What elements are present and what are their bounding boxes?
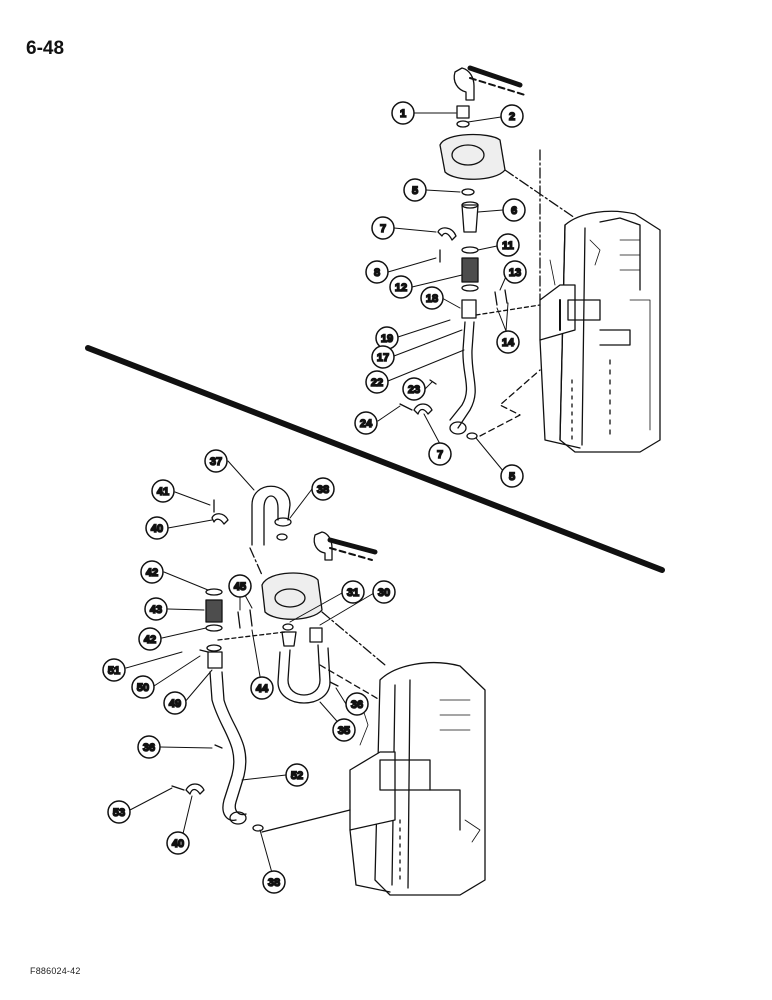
callout-40: 40 <box>145 516 169 540</box>
callout-12: 12 <box>389 275 413 299</box>
callout-36-lower: 36 <box>137 735 161 759</box>
callout-5: 5 <box>403 178 427 202</box>
svg-text:5: 5 <box>412 185 418 197</box>
callout-2: 2 <box>500 104 524 128</box>
callout-43: 43 <box>144 597 168 621</box>
svg-text:43: 43 <box>150 604 162 616</box>
svg-text:5: 5 <box>509 471 515 483</box>
callout-8: 8 <box>365 260 389 284</box>
svg-text:30: 30 <box>378 587 390 599</box>
callout-7: 7 <box>371 216 395 240</box>
svg-text:41: 41 <box>157 486 169 498</box>
svg-text:23: 23 <box>408 384 420 396</box>
callout-38-lower: 38 <box>262 870 286 894</box>
callout-23: 23 <box>402 377 426 401</box>
svg-text:50: 50 <box>137 682 149 694</box>
callout-42: 42 <box>140 560 164 584</box>
callout-35: 35 <box>332 718 356 742</box>
callout-51: 51 <box>102 658 126 682</box>
svg-text:38: 38 <box>317 484 329 496</box>
callout-bubbles: 1 2 5 6 7 8 11 12 13 18 19 14 17 22 23 2… <box>102 101 527 894</box>
callout-19: 19 <box>375 326 399 350</box>
callout-22: 22 <box>365 370 389 394</box>
callout-6: 6 <box>502 198 526 222</box>
callout-1: 1 <box>391 101 415 125</box>
svg-text:13: 13 <box>509 267 521 279</box>
svg-text:7: 7 <box>437 449 443 461</box>
svg-text:6: 6 <box>511 205 517 217</box>
callout-45: 45 <box>228 574 252 598</box>
callout-14: 14 <box>496 330 520 354</box>
figure-code: F886024-42 <box>30 966 81 976</box>
lower-transmission-housing <box>349 662 486 896</box>
upper-transmission-housing <box>539 210 661 453</box>
callout-38: 38 <box>311 477 335 501</box>
svg-text:1: 1 <box>400 108 406 120</box>
svg-text:53: 53 <box>113 807 125 819</box>
svg-text:17: 17 <box>377 352 389 364</box>
callout-5-lower: 5 <box>500 464 524 488</box>
callout-31: 31 <box>341 580 365 604</box>
svg-text:12: 12 <box>395 282 407 294</box>
section-divider-line <box>85 345 665 573</box>
svg-text:49: 49 <box>169 698 181 710</box>
callout-13: 13 <box>503 260 527 284</box>
svg-text:24: 24 <box>360 418 373 430</box>
svg-text:14: 14 <box>502 337 515 349</box>
svg-text:22: 22 <box>371 377 383 389</box>
callout-18: 18 <box>420 286 444 310</box>
callout-49: 49 <box>163 691 187 715</box>
lower-filter-line-assembly <box>171 485 386 833</box>
svg-text:35: 35 <box>338 725 350 737</box>
callout-11: 11 <box>496 233 520 257</box>
svg-text:40: 40 <box>151 523 163 535</box>
callout-41: 41 <box>151 479 175 503</box>
callout-50: 50 <box>131 675 155 699</box>
callout-53: 53 <box>107 800 131 824</box>
svg-text:36: 36 <box>351 699 363 711</box>
svg-text:52: 52 <box>291 770 303 782</box>
upper-filter-line-assembly <box>399 65 576 440</box>
svg-text:36: 36 <box>143 742 155 754</box>
callout-7-lower: 7 <box>428 442 452 466</box>
callout-42-lower: 42 <box>138 627 162 651</box>
svg-text:40: 40 <box>172 838 184 850</box>
svg-text:42: 42 <box>146 567 158 579</box>
svg-text:8: 8 <box>374 267 380 279</box>
svg-text:45: 45 <box>234 581 246 593</box>
callout-24: 24 <box>354 411 378 435</box>
svg-text:51: 51 <box>108 665 120 677</box>
callout-52: 52 <box>285 763 309 787</box>
svg-text:19: 19 <box>381 333 393 345</box>
callout-36: 36 <box>345 692 369 716</box>
callout-30: 30 <box>372 580 396 604</box>
svg-text:42: 42 <box>144 634 156 646</box>
svg-text:2: 2 <box>509 111 515 123</box>
svg-text:44: 44 <box>256 683 269 695</box>
callout-17: 17 <box>371 345 395 369</box>
callout-37: 37 <box>204 449 228 473</box>
svg-text:31: 31 <box>347 587 359 599</box>
callout-40-lower: 40 <box>166 831 190 855</box>
svg-text:18: 18 <box>426 293 438 305</box>
svg-text:7: 7 <box>380 223 386 235</box>
svg-text:38: 38 <box>268 877 280 889</box>
callout-44: 44 <box>250 676 274 700</box>
svg-text:11: 11 <box>502 240 514 252</box>
svg-text:37: 37 <box>210 456 222 468</box>
page-number: 6-48 <box>26 38 65 59</box>
